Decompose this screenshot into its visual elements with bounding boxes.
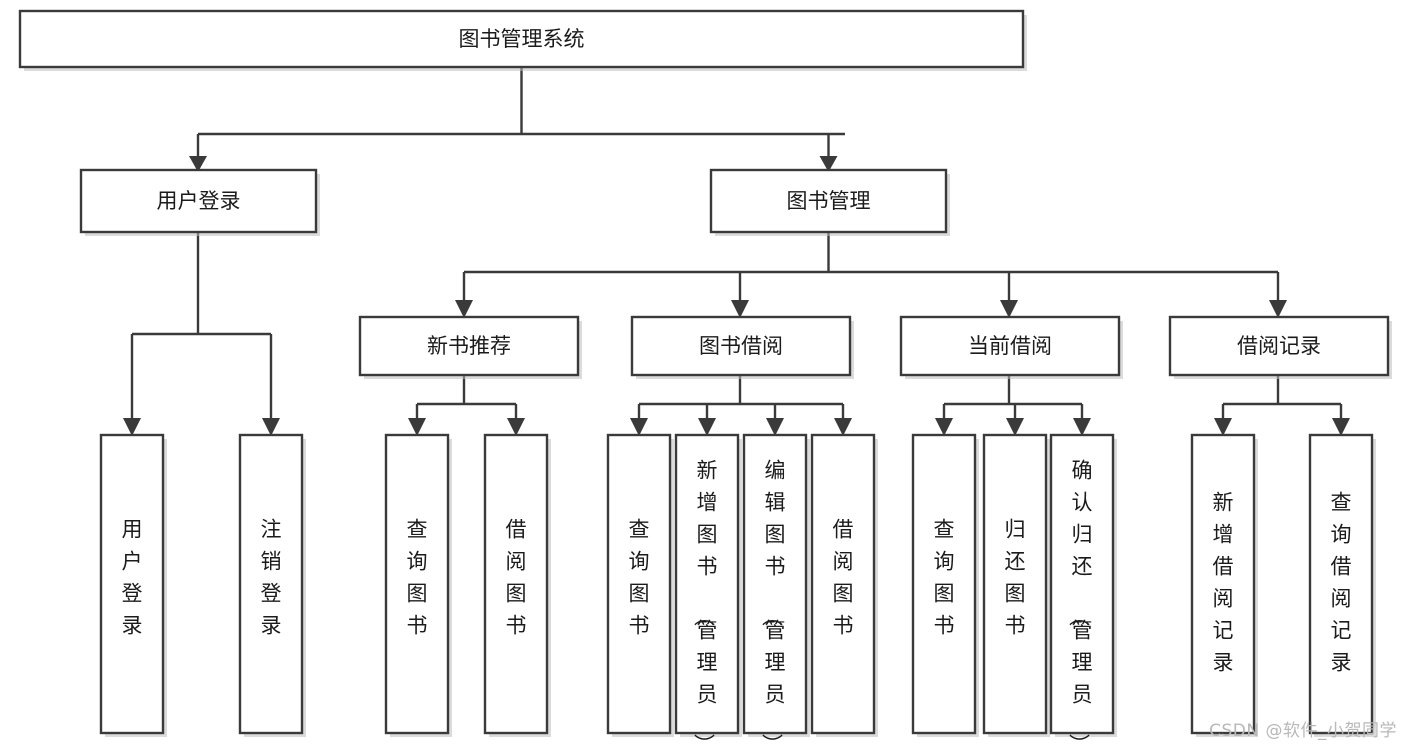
node-current-borrow-label: 当前借阅 (968, 334, 1052, 358)
arrow-head-current-leaf-1 (935, 418, 953, 436)
arrow-head-user-login (189, 156, 207, 172)
node-user-login[interactable]: 用户登录 (79, 168, 320, 236)
leaf-node-13[interactable]: 查询借阅记录 (1308, 433, 1376, 737)
leaf-node-rect[interactable] (911, 433, 977, 735)
leaf-node-rect[interactable] (1308, 433, 1374, 735)
leaf-node-label: 查询借阅记录 (1331, 490, 1352, 674)
leaf-node-label: 新增借阅记录 (1213, 490, 1234, 674)
node-book-management[interactable]: 图书管理 (709, 168, 950, 236)
leaf-node-rect[interactable] (1049, 433, 1115, 735)
leaf-node-label: 归还图书 (1005, 517, 1026, 637)
leaf-node-5[interactable]: 查询图书 (606, 433, 674, 737)
leaf-node-1[interactable]: 用户登录 (99, 433, 167, 737)
leaf-node-rect[interactable] (99, 433, 165, 735)
arrow-head-book-mgmt (819, 156, 838, 172)
leaf-node-rect[interactable] (982, 433, 1048, 735)
node-book-management-rect[interactable] (709, 168, 948, 234)
arrow-head-borrow-leaf-4 (834, 418, 852, 436)
node-book-borrow-label: 图书借阅 (699, 334, 783, 358)
arrow-head-borrow-records (1269, 300, 1287, 318)
arrow-head-borrow-leaf-2 (698, 418, 716, 436)
leaf-node-12[interactable]: 新增借阅记录 (1190, 433, 1258, 737)
csdn-watermark: CSDN @软件_小贺同学 (1209, 721, 1397, 741)
arrow-head-current-borrow (1000, 300, 1018, 318)
arrow-head-leaf-user-login (123, 418, 141, 436)
node-new-book-recommend-rect[interactable] (358, 315, 580, 377)
arrow-head-records-leaf-1 (1214, 418, 1232, 436)
leaf-node-4[interactable]: 借阅图书 (483, 433, 551, 737)
leaf-node-label: 用户登录 (122, 517, 143, 637)
arrow-head-newbooks-leaf-1 (408, 418, 426, 436)
leaf-node-rect[interactable] (810, 433, 876, 735)
leaf-node-rect[interactable] (384, 433, 450, 735)
leaf-node-rect[interactable] (742, 433, 808, 735)
arrow-head-borrow-leaf-3 (766, 418, 784, 436)
node-borrow-records-rect[interactable] (1168, 315, 1390, 377)
leaf-node-6[interactable]: 新增图书（管理员） (674, 433, 742, 747)
leaf-node-rect[interactable] (483, 433, 549, 735)
leaf-node-label: 确认归还（管理员） (1067, 458, 1093, 747)
leaf-node-7[interactable]: 编辑图书（管理员） (742, 433, 810, 747)
arrow-head-new-books (455, 300, 473, 318)
arrow-head-leaf-logout (262, 418, 280, 436)
node-book-borrow-rect[interactable] (630, 315, 852, 377)
arrow-head-borrow-books (731, 300, 749, 318)
node-root-label: 图书管理系统 (459, 27, 585, 51)
leaf-node-2[interactable]: 注销登录 (238, 433, 306, 737)
leaf-node-3[interactable]: 查询图书 (384, 433, 452, 737)
leaf-node-rect[interactable] (674, 433, 740, 735)
leaf-node-label: 编辑图书（管理员） (760, 458, 786, 747)
connector-layer (123, 67, 1350, 436)
leaf-node-label: 借阅图书 (506, 517, 527, 637)
leaf-node-label: 查询图书 (629, 517, 650, 637)
arrow-head-records-leaf-2 (1332, 418, 1350, 436)
leaf-node-11[interactable]: 确认归还（管理员） (1049, 433, 1117, 747)
leaf-node-rect[interactable] (1190, 433, 1256, 735)
leaf-node-rect[interactable] (238, 433, 304, 735)
node-user-login-label: 用户登录 (157, 189, 241, 213)
node-current-borrow[interactable]: 当前借阅 (899, 315, 1123, 379)
leaf-node-label: 新增图书（管理员） (692, 458, 718, 747)
node-borrow-records-label: 借阅记录 (1237, 334, 1321, 358)
node-borrow-records[interactable]: 借阅记录 (1168, 315, 1392, 379)
arrow-head-newbooks-leaf-2 (507, 418, 525, 436)
leaf-node-8[interactable]: 借阅图书 (810, 433, 878, 737)
leaf-node-10[interactable]: 归还图书 (982, 433, 1050, 737)
leaf-node-label: 查询图书 (934, 517, 955, 637)
leaf-node-label: 注销登录 (261, 517, 282, 637)
node-current-borrow-rect[interactable] (899, 315, 1121, 377)
leaf-node-layer: 用户登录 注销登录 查询图书 借阅图书 查询图书 新增图书（管理员） 编辑图书（管理员） 借阅… (99, 433, 1376, 747)
node-book-borrow[interactable]: 图书借阅 (630, 315, 854, 379)
node-user-login-rect[interactable] (79, 168, 318, 234)
leaf-node-9[interactable]: 查询图书 (911, 433, 979, 737)
node-new-book-recommend[interactable]: 新书推荐 (358, 315, 582, 379)
arrow-head-current-leaf-3 (1073, 418, 1091, 436)
arrow-head-borrow-leaf-1 (630, 418, 648, 436)
node-root-system[interactable]: 图书管理系统 (18, 9, 1027, 71)
leaf-node-rect[interactable] (606, 433, 672, 735)
node-book-management-label: 图书管理 (787, 189, 871, 213)
leaf-node-label: 借阅图书 (833, 517, 854, 637)
leaf-node-label: 查询图书 (407, 517, 428, 637)
node-new-book-recommend-label: 新书推荐 (427, 334, 511, 358)
node-root-rect[interactable] (18, 9, 1025, 69)
arrow-head-current-leaf-2 (1006, 418, 1024, 436)
